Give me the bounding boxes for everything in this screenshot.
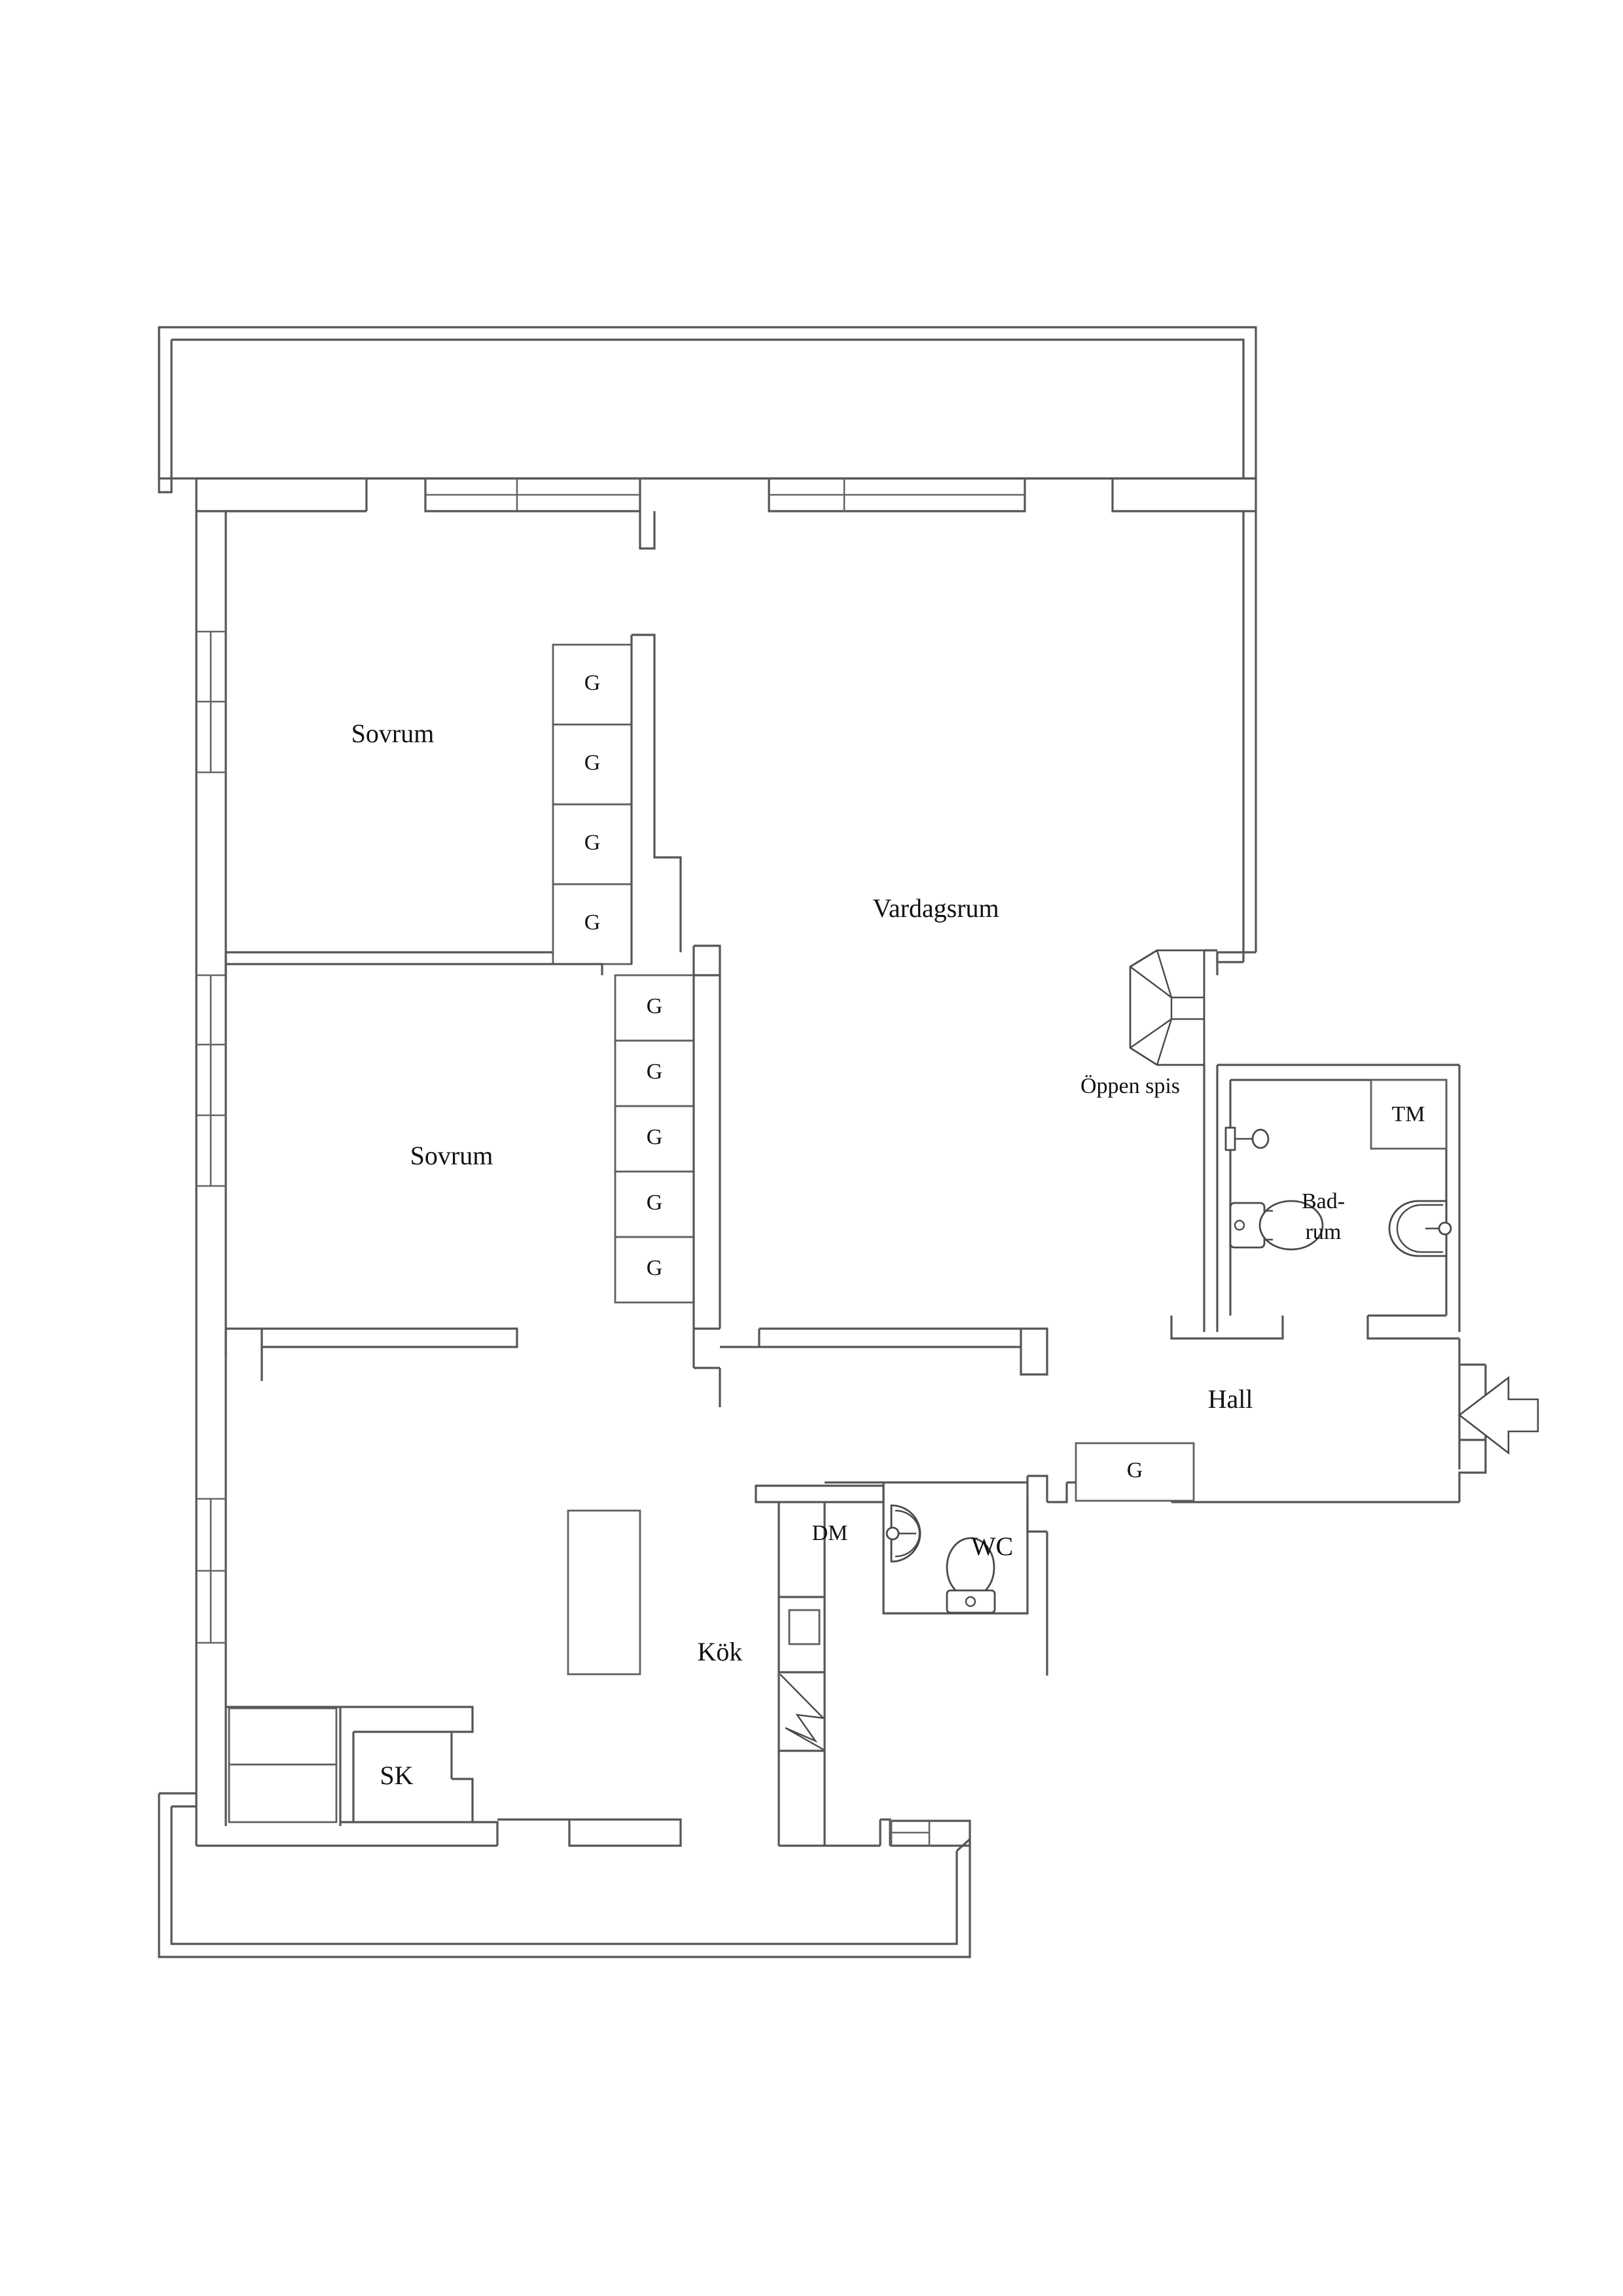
fireplace: Öppen spis bbox=[1080, 949, 1217, 1098]
wardrobe-label: G bbox=[647, 1256, 663, 1280]
room-label-living-room: Vardagsrum bbox=[872, 893, 999, 923]
room-label-bedroom-2: Sovrum bbox=[410, 1141, 493, 1170]
room-bedroom-1 bbox=[224, 951, 602, 982]
wardrobe-label: G bbox=[647, 1191, 663, 1215]
wardrobe-label: G bbox=[647, 1125, 663, 1149]
sink-fixture-wc bbox=[885, 1504, 921, 1563]
room-label-bedroom-1: Sovrum bbox=[351, 719, 435, 748]
room-label-bathroom-line2: rum bbox=[1306, 1220, 1342, 1244]
wardrobe-stack-bedroom-1: G G G G bbox=[552, 634, 682, 965]
entrance-arrow-icon bbox=[1457, 1376, 1539, 1455]
room-label-cleaning-closet: SK bbox=[380, 1761, 413, 1790]
room-cleaning-closet: SK bbox=[195, 1706, 499, 1847]
sink-fixture-bathroom bbox=[1388, 1200, 1452, 1257]
room-hall: G Hall bbox=[1026, 1365, 1487, 1676]
wardrobe-label: G bbox=[584, 751, 601, 775]
exterior-walls bbox=[195, 477, 1257, 1741]
dishwasher-label: DM bbox=[812, 1521, 848, 1545]
room-kitchen: DM Kök bbox=[497, 1484, 891, 1847]
room-wc: WC bbox=[825, 1481, 1029, 1615]
wardrobe-stack-bedroom-2: G G G G G bbox=[614, 944, 721, 1407]
wardrobe-label: G bbox=[647, 1060, 663, 1084]
toilet-fixture-wc bbox=[946, 1537, 996, 1614]
room-label-bathroom-line1: Bad- bbox=[1302, 1189, 1345, 1213]
room-label-kitchen: Kök bbox=[698, 1637, 743, 1666]
room-living-room: Vardagsrum bbox=[720, 893, 1256, 1376]
wardrobe-label: G bbox=[584, 910, 601, 935]
wardrobe-label: G bbox=[584, 671, 601, 695]
top-balcony bbox=[158, 326, 1257, 493]
room-bathroom: TM Bad- rum bbox=[1170, 1064, 1486, 1366]
room-bedroom-2 bbox=[224, 963, 603, 1381]
wardrobe-label: G bbox=[584, 831, 601, 855]
bottom-balcony bbox=[158, 1792, 971, 1958]
shower-fixture-bathroom bbox=[1224, 1126, 1270, 1151]
room-label-wc: WC bbox=[971, 1532, 1013, 1561]
room-label-hall: Hall bbox=[1208, 1384, 1253, 1414]
toilet-fixture-bathroom bbox=[1229, 1200, 1324, 1251]
wardrobe-label: G bbox=[1127, 1458, 1143, 1482]
wardrobe-label: G bbox=[647, 994, 663, 1018]
room-label-fireplace: Öppen spis bbox=[1080, 1074, 1180, 1098]
washing-machine-label: TM bbox=[1392, 1102, 1425, 1126]
